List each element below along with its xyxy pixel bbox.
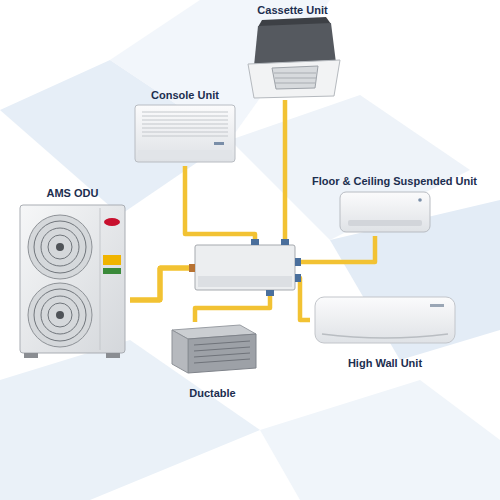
background-shape: [260, 380, 500, 500]
pipe-port: [189, 264, 195, 272]
unit-node: Ductable: [165, 322, 260, 400]
branch-box: [195, 245, 295, 290]
louver: [322, 334, 448, 338]
high-wall-unit-illustration: [315, 297, 455, 343]
unit-label: Cassette Unit: [257, 3, 327, 17]
pipe-port: [281, 239, 289, 245]
panel-seam: [100, 208, 101, 350]
status-light: [418, 198, 422, 202]
console-unit-illustration: [135, 105, 235, 162]
fan-ring: [41, 228, 79, 266]
fan-ring: [48, 303, 72, 327]
sticker: [103, 255, 121, 265]
fan-ring: [28, 215, 92, 279]
unit-front: [188, 334, 256, 373]
status-display: [430, 304, 444, 307]
fan-ring: [34, 221, 86, 273]
unit-label: AMS ODU: [47, 186, 99, 200]
unit-label: High Wall Unit: [348, 356, 422, 370]
unit-foot: [106, 353, 120, 358]
air-grille: [142, 112, 228, 136]
unit-housing: [315, 297, 455, 343]
unit-node: AMS ODU: [15, 186, 130, 360]
intake-grille: [272, 66, 318, 89]
outdoor-unit-illustration: [20, 205, 125, 358]
ceiling-panel: [248, 60, 340, 98]
floor-ceiling-unit-illustration: [340, 192, 430, 232]
status-display: [214, 142, 224, 145]
pipe-port: [266, 290, 274, 296]
sticker: [103, 268, 121, 274]
duct-grille: [194, 341, 250, 363]
fan-grille: [28, 283, 92, 347]
unit-node: Cassette Unit: [245, 3, 340, 100]
pipe-port: [295, 274, 301, 282]
unit-node: High Wall Unit: [310, 294, 460, 370]
fan-hub: [56, 311, 64, 319]
fan-grille: [28, 215, 92, 279]
unit-label: Console Unit: [151, 88, 219, 102]
fan-ring: [34, 289, 86, 341]
fan-ring: [48, 235, 72, 259]
ductable-unit-illustration: [172, 325, 256, 373]
branch-box-illustration: [189, 239, 301, 296]
bottom-intake: [138, 150, 232, 159]
unit-node: Floor & Ceiling Suspended Unit: [312, 174, 495, 236]
unit-housing: [340, 192, 430, 232]
unit-label: Floor & Ceiling Suspended Unit: [312, 174, 477, 188]
fan-ring: [41, 296, 79, 334]
grille-lines: [274, 73, 316, 83]
cassette-unit-illustration: [248, 17, 340, 98]
unit-side: [172, 330, 188, 373]
louver: [348, 220, 422, 226]
fan-ring: [28, 283, 92, 347]
unit-body: [254, 23, 336, 66]
pipe-port: [295, 258, 301, 266]
pipe-port: [251, 239, 259, 245]
unit-node: Console Unit: [130, 88, 240, 166]
unit-label: Ductable: [189, 386, 235, 400]
unit-housing: [135, 105, 235, 162]
unit-foot: [24, 353, 38, 358]
brand-logo: [104, 218, 120, 226]
unit-housing: [20, 205, 125, 353]
fan-hub: [56, 243, 64, 251]
box-face: [198, 276, 292, 287]
